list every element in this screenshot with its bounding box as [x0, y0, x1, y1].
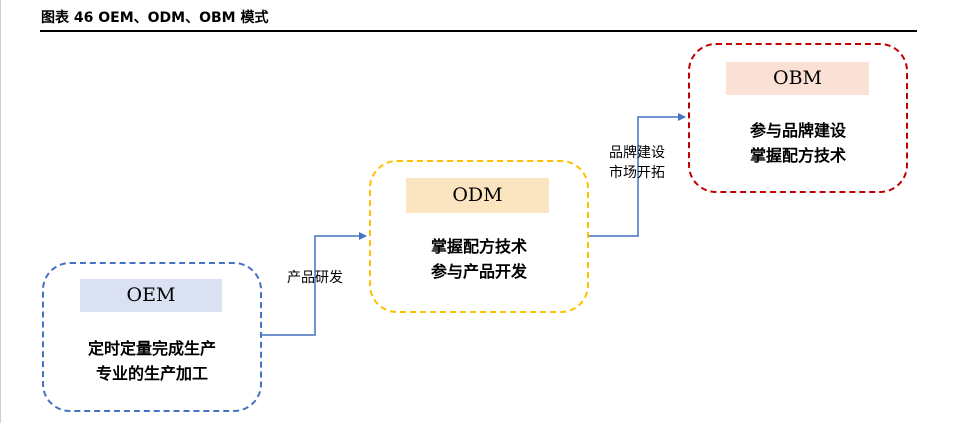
odm-node-label: ODM: [406, 178, 549, 213]
oem-node-label: OEM: [80, 279, 222, 312]
description-line: 参与产品开发: [430, 262, 527, 281]
description-line: 定时定量完成生产: [87, 339, 216, 358]
edge-label-odm-to-obm: 品牌建设 市场开拓: [601, 143, 673, 183]
edge-label-line: 品牌建设: [609, 145, 665, 161]
edge-label-oem-to-odm: 产品研发: [279, 268, 351, 288]
odm-node-description: 掌握配方技术 参与产品开发: [369, 234, 589, 284]
title-divider: [40, 30, 917, 32]
description-line: 参与品牌建设: [749, 121, 846, 140]
description-line: 掌握配方技术: [749, 146, 846, 165]
description-line: 掌握配方技术: [430, 237, 527, 256]
edge-label-line: 产品研发: [287, 270, 343, 286]
edge-label-line: 市场开拓: [609, 165, 665, 181]
odm-node: [369, 160, 589, 313]
arrow-odm-to-obm: [589, 113, 686, 237]
oem-node-description: 定时定量完成生产 专业的生产加工: [42, 336, 262, 386]
obm-node-label: OBM: [726, 62, 869, 95]
obm-node: [688, 43, 908, 193]
oem-node: [42, 262, 262, 412]
description-line: 专业的生产加工: [95, 364, 208, 383]
figure-title: 图表 46 OEM、ODM、OBM 模式: [41, 10, 269, 26]
obm-node-description: 参与品牌建设 掌握配方技术: [688, 118, 908, 168]
arrow-oem-to-odm: [262, 232, 367, 336]
page-left-border: [0, 0, 1, 423]
